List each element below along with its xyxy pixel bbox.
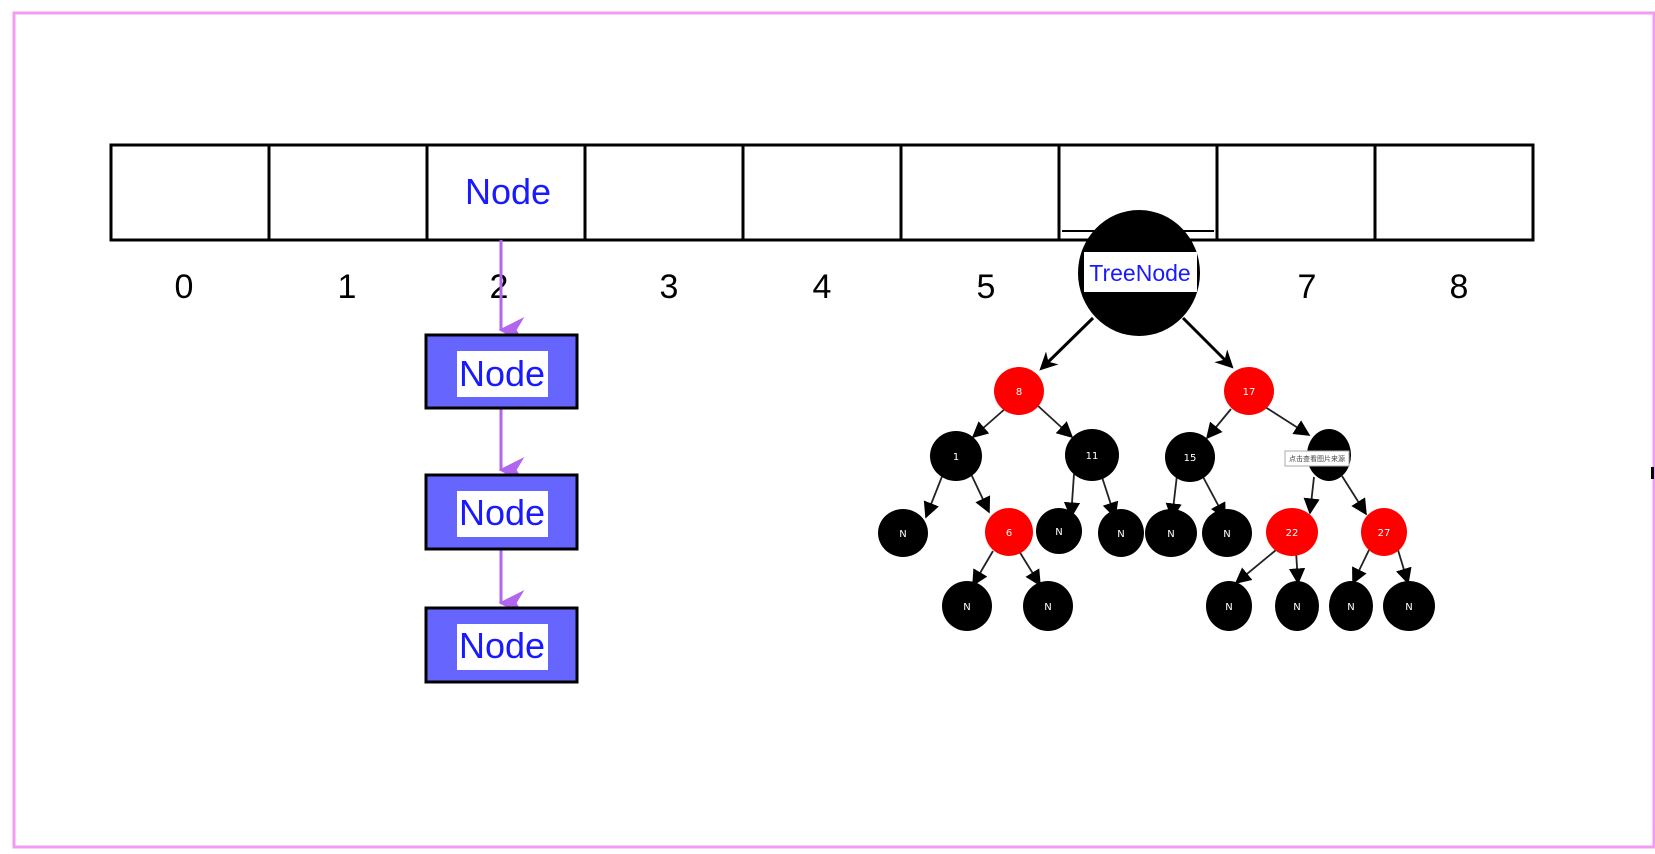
rb-node-17-label: 17 <box>1243 387 1256 398</box>
array-cell-0 <box>109 143 271 242</box>
list-node-1: Node <box>424 333 579 410</box>
rb-node-1: 1 <box>930 431 982 481</box>
rb-nil-6: N <box>942 581 992 631</box>
edge-mark <box>1651 467 1654 479</box>
array-index-7: 7 <box>1298 268 1317 306</box>
rb-node-11: 11 <box>1065 429 1119 481</box>
rb-nil-2: N <box>1036 508 1082 554</box>
array-index-4: 4 <box>813 268 832 306</box>
outer-frame <box>12 11 1655 849</box>
rb-nil-11-label: N <box>1405 602 1412 613</box>
list-node-2: Node <box>424 473 579 551</box>
array-index-5: 5 <box>977 268 996 306</box>
array-index-1: 1 <box>338 268 357 306</box>
rb-nil-5: N <box>1202 509 1252 557</box>
rb-node-22-label: 22 <box>1286 528 1299 539</box>
array-cell-2-text: Node <box>465 171 551 212</box>
rb-nil-7: N <box>1023 581 1073 631</box>
array-indices: 0 1 2 3 4 5 6 7 8 <box>175 268 1469 306</box>
rb-nil-1: N <box>878 509 928 557</box>
array-cell-2 <box>425 143 587 242</box>
rb-nil-3: N <box>1098 509 1144 557</box>
tree-node-label: TreeNode <box>1089 260 1190 286</box>
array-cell-7 <box>1215 143 1377 242</box>
tree-node: TreeNode <box>1078 210 1200 336</box>
rb-nil-4-label: N <box>1167 529 1174 540</box>
array-cell-4 <box>741 143 903 242</box>
rb-nil-2-label: N <box>1055 527 1062 538</box>
array-index-2: 2 <box>490 268 509 306</box>
list-node-3: Node <box>424 606 579 684</box>
array-cell-5 <box>899 143 1061 242</box>
list-node-3-label: Node <box>459 625 545 666</box>
rb-nil-9: N <box>1275 581 1319 631</box>
rb-nil-3-label: N <box>1117 529 1124 540</box>
array-index-3: 3 <box>660 268 679 306</box>
rb-nil-6-label: N <box>963 602 970 613</box>
rb-node-15: 15 <box>1165 432 1215 482</box>
hash-array: Node <box>109 143 1535 242</box>
rb-node-1-label: 1 <box>953 452 959 463</box>
array-index-0: 0 <box>175 268 194 306</box>
rb-node-8: 8 <box>994 367 1044 415</box>
rb-node-27-label: 27 <box>1378 528 1391 539</box>
rb-nil-10: N <box>1329 581 1373 631</box>
rb-nil-11: N <box>1383 581 1435 631</box>
rb-nil-7-label: N <box>1044 602 1051 613</box>
rb-nil-8-label: N <box>1225 602 1232 613</box>
rb-node-22: 22 <box>1266 508 1318 556</box>
rb-node-15-label: 15 <box>1184 453 1197 464</box>
rb-node-8-label: 8 <box>1016 387 1022 398</box>
rb-node-6: 6 <box>985 508 1033 556</box>
linked-list: Node Node Node <box>424 333 579 684</box>
rb-node-6-label: 6 <box>1006 528 1012 539</box>
rb-nil-8: N <box>1206 581 1252 631</box>
rb-nil-10-label: N <box>1347 602 1354 613</box>
list-node-1-label: Node <box>459 353 545 394</box>
rb-tree-edges <box>923 316 1412 587</box>
rb-node-27: 27 <box>1361 508 1407 556</box>
rb-tree: 8 17 1 11 15 点击查看图片来源 6 <box>878 367 1435 631</box>
rb-node-11-label: 11 <box>1086 451 1099 462</box>
array-cell-3 <box>583 143 745 242</box>
rb-node-17: 17 <box>1224 367 1274 415</box>
image-source-tooltip-text: 点击查看图片来源 <box>1289 454 1345 463</box>
rb-nil-9-label: N <box>1293 602 1300 613</box>
rb-nil-5-label: N <box>1223 529 1230 540</box>
array-cell-8 <box>1373 143 1535 242</box>
array-index-8: 8 <box>1450 268 1469 306</box>
rb-nil-1-label: N <box>899 529 906 540</box>
list-node-2-label: Node <box>459 492 545 533</box>
image-source-tooltip: 点击查看图片来源 <box>1284 450 1350 467</box>
array-cell-1 <box>267 143 429 242</box>
rb-nil-4: N <box>1145 509 1197 557</box>
